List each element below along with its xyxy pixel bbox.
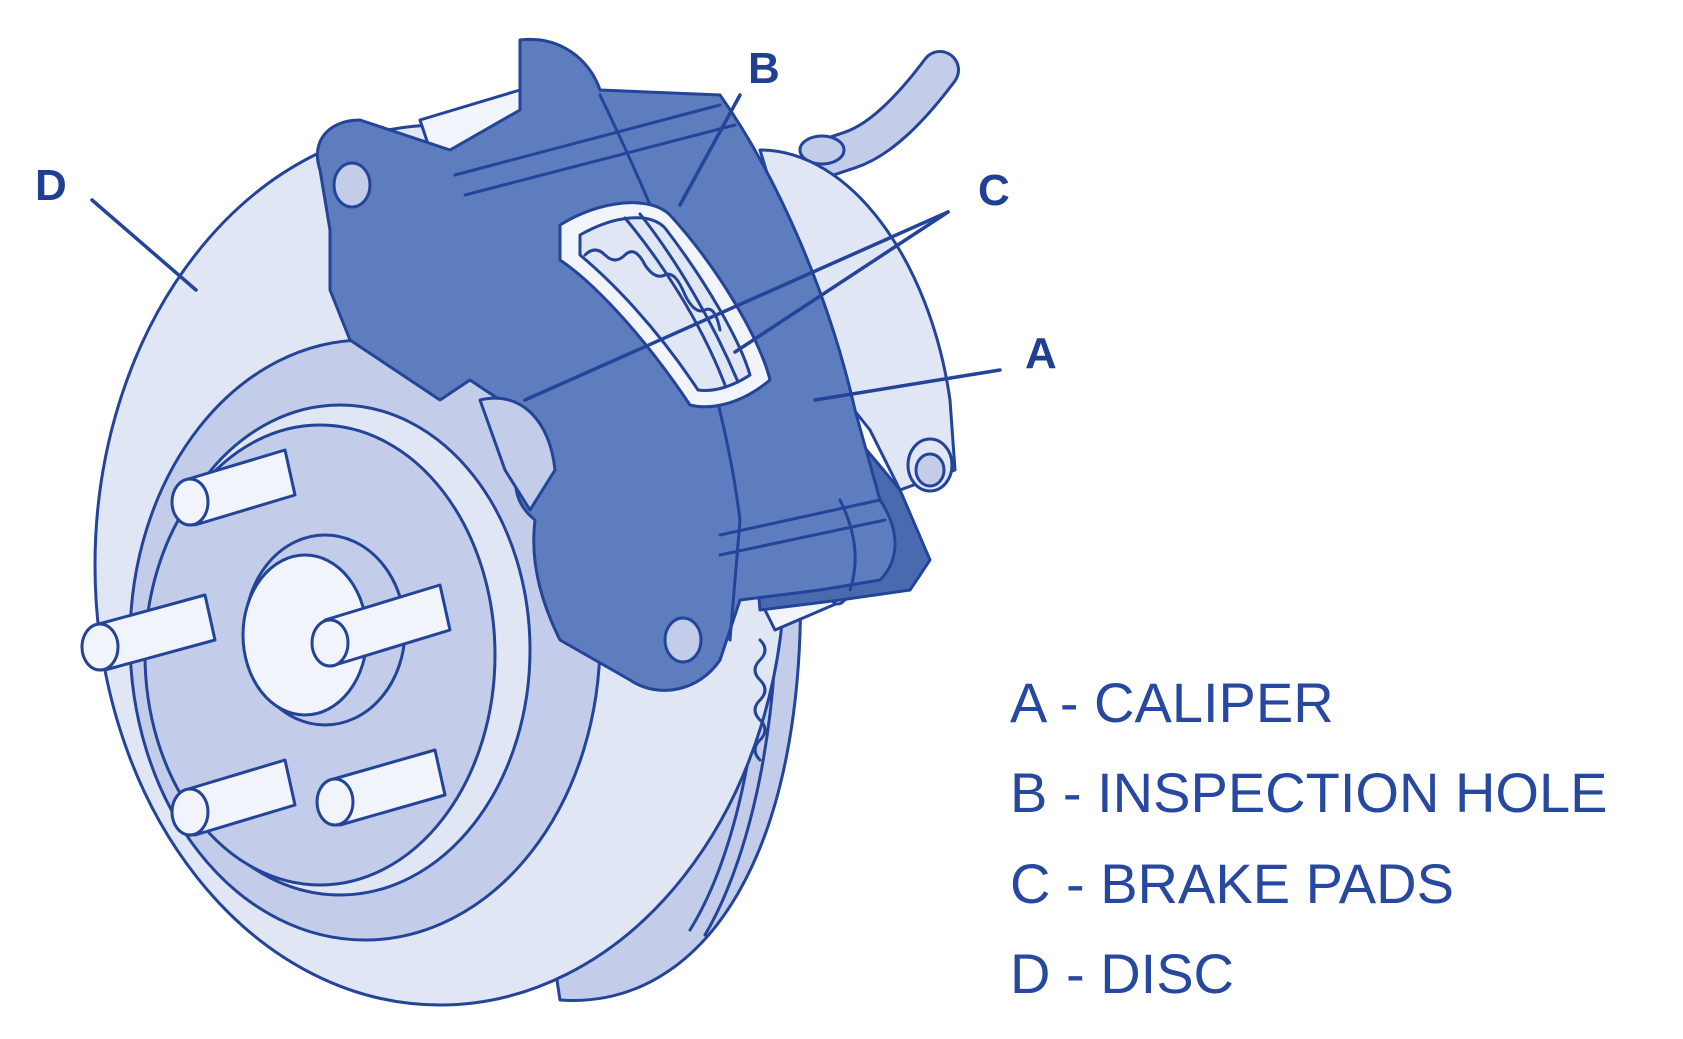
legend-item-caliper: A - CALIPER	[1010, 671, 1334, 734]
leader-line-a	[813, 368, 1002, 402]
callout-a: A	[1025, 329, 1057, 378]
callout-b: B	[748, 44, 780, 93]
caliper-backing	[758, 148, 957, 493]
legend-item-brake-pads: C - BRAKE PADS	[1010, 852, 1454, 915]
wheel-studs	[80, 448, 452, 837]
legend-item-inspection-hole: B - INSPECTION HOLE	[1010, 761, 1607, 824]
callout-d: D	[35, 161, 67, 210]
leader-line-d	[90, 198, 198, 292]
leader-lines	[90, 93, 1002, 402]
wheel-stud	[170, 448, 297, 527]
leader-line-b	[678, 93, 742, 207]
wheel-stud	[310, 583, 452, 668]
callout-c: C	[978, 166, 1010, 215]
wheel-stud	[170, 758, 297, 837]
inspection-hole	[558, 201, 772, 409]
wheel-stud	[315, 748, 447, 827]
legend-item-disc: D - DISC	[1010, 942, 1234, 1005]
leader-line-c-1	[523, 210, 950, 402]
legend: A - CALIPER B - INSPECTION HOLE C - BRAK…	[1010, 671, 1607, 1005]
leader-line-c-2	[733, 210, 950, 354]
wheel-stud	[80, 593, 217, 672]
brake-hose	[798, 50, 960, 180]
